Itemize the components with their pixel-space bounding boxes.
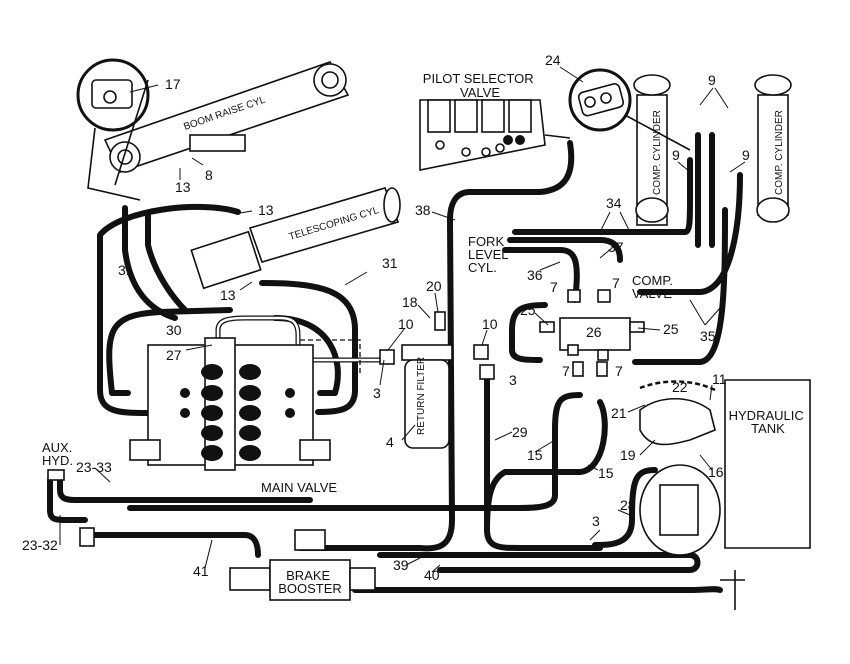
callout-15-b: 15 bbox=[598, 465, 614, 481]
comp-cylinder-left-label: COMP. CYLINDER bbox=[652, 110, 663, 195]
tee-fittings bbox=[567, 289, 611, 377]
brake-line-1: BRAKE bbox=[286, 568, 330, 583]
detail-circle-24 bbox=[568, 68, 691, 151]
callout-9-mid: 9 bbox=[672, 147, 680, 163]
callout-23-33: 23-33 bbox=[76, 459, 112, 475]
pilot-selector-line-2: VALVE bbox=[460, 85, 500, 100]
callout-17: 17 bbox=[165, 76, 181, 92]
detail-circle-17 bbox=[76, 58, 150, 201]
callout-13-c: 13 bbox=[220, 287, 236, 303]
callout-13-a: 13 bbox=[175, 179, 191, 195]
comp-cylinder-left: COMP. CYLINDER bbox=[633, 74, 671, 226]
callout-30: 30 bbox=[166, 322, 182, 338]
comp-cylinder-right-label: COMP. CYLINDER bbox=[774, 110, 785, 195]
hollow-pipe-27 bbox=[215, 315, 380, 363]
aux-line-2: HYD. bbox=[42, 453, 73, 468]
brake-line-2: BOOSTER bbox=[278, 581, 342, 596]
callout-28: 28 bbox=[620, 497, 636, 513]
tank-line-1: HYDRAULIC bbox=[729, 408, 804, 423]
fork-line-1: FORK bbox=[468, 234, 504, 249]
fork-line-3: CYL. bbox=[468, 260, 497, 275]
aux-hyd-label: AUX. HYD. bbox=[42, 440, 76, 468]
tank-bracket-22 bbox=[639, 380, 716, 446]
comp-valve-line-2: VALVE bbox=[632, 286, 672, 301]
callout-23-32: 23-32 bbox=[22, 537, 58, 553]
pilot-dashed-lines bbox=[300, 339, 361, 375]
leader-lines bbox=[59, 66, 746, 573]
callout-numbers: 17 8 13 13 13 31 31 30 27 20 18 10 10 3 … bbox=[22, 52, 750, 583]
return-filter-label: RETURN FILTER bbox=[416, 357, 427, 435]
pilot-selector-valve-label: PILOT SELECTOR VALVE bbox=[423, 71, 537, 100]
callout-40: 40 bbox=[424, 567, 440, 583]
callout-10-left: 10 bbox=[398, 316, 414, 332]
tank-bottom-fitting bbox=[720, 570, 745, 610]
callout-25-left: 25 bbox=[520, 302, 536, 318]
callout-34: 34 bbox=[606, 195, 622, 211]
callout-38: 38 bbox=[415, 202, 431, 218]
tank-line-2: TANK bbox=[751, 421, 785, 436]
hydraulic-tank bbox=[724, 379, 811, 549]
callout-37: 37 bbox=[608, 239, 624, 255]
callout-39: 39 bbox=[393, 557, 409, 573]
callout-3-bottom: 3 bbox=[592, 513, 600, 529]
callout-24: 24 bbox=[545, 52, 561, 68]
callout-10-right: 10 bbox=[482, 316, 498, 332]
return-filter: RETURN FILTER bbox=[401, 344, 453, 449]
callout-7-b: 7 bbox=[612, 275, 620, 291]
comp-valve-label: COMP. VALVE bbox=[632, 273, 677, 301]
callout-31-right: 31 bbox=[382, 255, 398, 271]
callout-41: 41 bbox=[193, 563, 209, 579]
callout-18: 18 bbox=[402, 294, 418, 310]
callout-9-top: 9 bbox=[708, 72, 716, 88]
callout-13-b: 13 bbox=[258, 202, 274, 218]
callout-7-d: 7 bbox=[615, 363, 623, 379]
callout-7-c: 7 bbox=[562, 363, 570, 379]
main-valve-label: MAIN VALVE bbox=[261, 480, 337, 495]
hydraulic-tank-label: HYDRAULIC TANK bbox=[729, 408, 808, 436]
callout-9-right: 9 bbox=[742, 147, 750, 163]
callout-11: 11 bbox=[712, 371, 727, 387]
brake-booster-label: BRAKE BOOSTER bbox=[278, 568, 342, 596]
callout-35: 35 bbox=[700, 328, 716, 344]
pilot-selector-valve bbox=[419, 99, 571, 171]
callout-3-right: 3 bbox=[509, 372, 517, 388]
callout-20: 20 bbox=[426, 278, 442, 294]
callout-25-right: 25 bbox=[663, 321, 679, 337]
pilot-selector-line-1: PILOT SELECTOR bbox=[423, 71, 534, 86]
fork-line-2: LEVEL bbox=[468, 247, 508, 262]
callout-8: 8 bbox=[205, 167, 213, 183]
fork-level-cyl-label: FORK LEVEL CYL. bbox=[468, 234, 512, 275]
callout-21: 21 bbox=[611, 405, 627, 421]
callout-3-left: 3 bbox=[373, 385, 381, 401]
comp-valve bbox=[539, 317, 645, 361]
comp-cylinder-right: COMP. CYLINDER bbox=[754, 74, 792, 223]
brake-booster bbox=[229, 529, 376, 601]
comp-valve-line-1: COMP. bbox=[632, 273, 673, 288]
callout-26: 26 bbox=[586, 324, 602, 340]
callout-22: 22 bbox=[672, 379, 688, 395]
callout-36: 36 bbox=[527, 267, 543, 283]
boom-raise-cylinder: BOOM RAISE CYL bbox=[103, 61, 350, 173]
callout-7-a: 7 bbox=[550, 279, 558, 295]
hose-lines bbox=[47, 132, 743, 593]
callout-4: 4 bbox=[386, 434, 394, 450]
pump-19 bbox=[639, 464, 721, 556]
telescoping-cylinder: TELESCOPING CYL bbox=[190, 187, 401, 290]
main-valve bbox=[129, 337, 331, 471]
callout-15-a: 15 bbox=[527, 447, 543, 463]
elbow-fittings-10 bbox=[379, 311, 495, 380]
callout-27: 27 bbox=[166, 347, 182, 363]
callout-19: 19 bbox=[620, 447, 636, 463]
aux-line-1: AUX. bbox=[42, 440, 72, 455]
callout-16: 16 bbox=[708, 464, 724, 480]
callout-31-left: 31 bbox=[118, 262, 134, 278]
callout-29: 29 bbox=[512, 424, 528, 440]
aux-hyd-fittings bbox=[47, 469, 95, 547]
component-labels: PILOT SELECTOR VALVE FORK LEVEL CYL. COM… bbox=[42, 71, 808, 596]
